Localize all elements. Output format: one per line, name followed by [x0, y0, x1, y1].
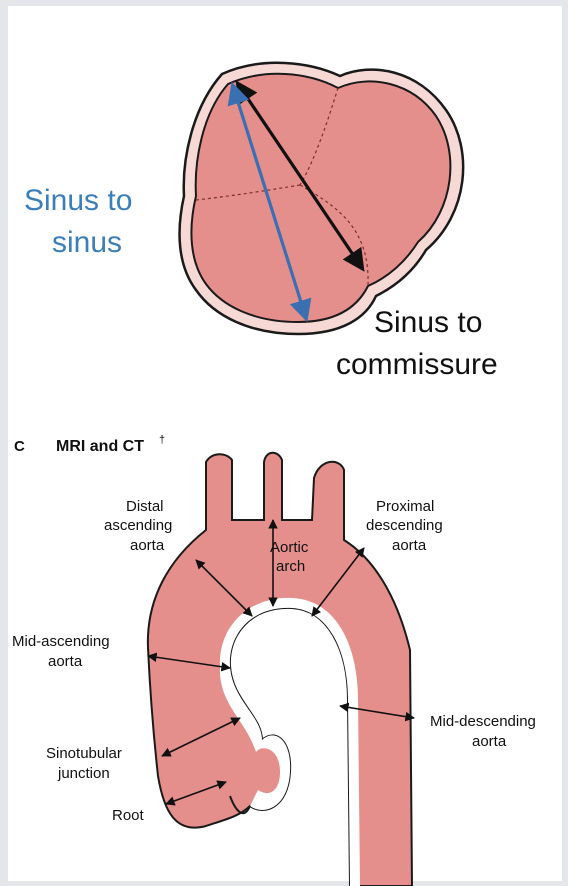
panel-title: MRI and CT	[56, 438, 144, 455]
label-distal-ascending-2: ascending	[104, 517, 172, 534]
panel-letter: C	[14, 438, 25, 455]
label-sinotubular-1: Sinotubular	[46, 745, 122, 762]
label-mid-ascending-2: aorta	[48, 653, 83, 670]
label-sinotubular-2: junction	[57, 765, 110, 782]
label-proximal-descending-2: descending	[366, 517, 443, 534]
label-mid-descending-2: aorta	[472, 733, 507, 750]
label-distal-ascending-3: aorta	[130, 537, 165, 554]
label-aortic-arch-1: Aortic	[270, 539, 309, 556]
panel-title-superscript: †	[159, 434, 165, 446]
label-mid-ascending-1: Mid-ascending	[12, 633, 110, 650]
label-proximal-descending-3: aorta	[392, 537, 427, 554]
label-sinus-to-commissure-line2: commissure	[336, 348, 498, 381]
label-mid-descending-1: Mid-descending	[430, 713, 536, 730]
label-sinus-to-sinus-line1: Sinus to	[24, 184, 132, 217]
label-aortic-arch-2: arch	[276, 558, 305, 575]
label-sinus-to-sinus-line2: sinus	[52, 226, 122, 259]
label-root: Root	[112, 807, 145, 824]
aortic-root-cross-section	[180, 63, 464, 334]
label-sinus-to-commissure-line1: Sinus to	[374, 306, 482, 339]
label-distal-ascending-1: Distal	[126, 498, 164, 515]
label-proximal-descending-1: Proximal	[376, 498, 434, 515]
